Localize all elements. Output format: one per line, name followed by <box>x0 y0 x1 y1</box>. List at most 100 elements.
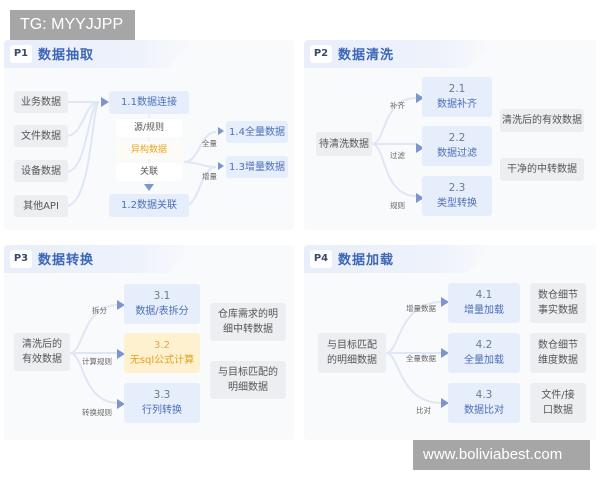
step-3-3-row-col-convert: 3.3 行列转换 <box>124 383 200 423</box>
step-2-3-type-convert: 2.3 类型转换 <box>422 176 492 216</box>
panel-title: 数据转换 <box>38 253 95 268</box>
step-label: 类型转换 <box>437 198 477 209</box>
panel-data-extraction: P1 数据抽取 业务数据 文件数据 设备数据 其他API 1.1数据连接 源/规… <box>4 40 294 230</box>
arrow-right-icon <box>117 300 125 310</box>
input-line-1: 与目标匹配 <box>327 340 377 351</box>
arrow-right-icon <box>101 97 109 107</box>
arrow-right-icon <box>218 162 224 170</box>
output-warehouse-dimension-data: 数仓细节 维度数据 <box>530 333 586 373</box>
step-label: 全量加载 <box>464 355 504 366</box>
branch-label-calc-rule: 计算规则 <box>82 357 112 366</box>
step-label: 数据过滤 <box>437 148 477 159</box>
step-badge: P3 <box>10 250 32 268</box>
arrow-down-icon <box>144 184 154 191</box>
branch-label-incremental-data: 增量数据 <box>406 304 436 313</box>
branch-label-filter: 过滤 <box>390 151 405 160</box>
branch-label-full-data: 全量数据 <box>406 354 436 363</box>
step-association: 关联 <box>116 163 182 181</box>
output-file-interface-data: 文件/接 口数据 <box>530 383 586 423</box>
step-label: 数据/表拆分 <box>135 306 189 317</box>
panel-data-transform: P3 数据转换 清洗后的 有效数据 拆分 计算规则 转换规则 3.1 数据/表拆… <box>4 245 294 440</box>
output-line-2: 细中转数据 <box>223 324 273 335</box>
output-1-4-full-data: 1.4全量数据 <box>226 121 288 143</box>
input-cleaned-valid-data: 清洗后的 有效数据 <box>14 333 70 371</box>
watermark-top: TG: MYYJJPP <box>10 10 135 40</box>
step-source-rule: 源/规则 <box>116 119 182 137</box>
output-1-3-incremental-data: 1.3增量数据 <box>226 156 288 178</box>
step-label: 数据比对 <box>464 405 504 416</box>
input-line-2: 的明细数据 <box>327 355 377 366</box>
step-number: 3.3 <box>153 389 171 401</box>
panel-title: 数据清洗 <box>338 48 395 63</box>
step-1-1-data-connect: 1.1数据连接 <box>109 91 189 114</box>
output-warehouse-fact-data: 数仓细节 事实数据 <box>530 283 586 323</box>
panel-header <box>304 40 494 68</box>
output-line-1: 与目标匹配的 <box>218 367 278 378</box>
source-file-data: 文件数据 <box>14 125 68 147</box>
output-line-2: 明细数据 <box>228 382 268 393</box>
branch-label-split: 拆分 <box>92 306 107 315</box>
branch-label-fill: 补齐 <box>390 101 405 110</box>
panel-data-loading: P4 数据加载 与目标匹配 的明细数据 增量数据 全量数据 比对 4.1 增量加… <box>304 245 596 440</box>
watermark-bottom: www.boliviabest.com <box>413 440 590 470</box>
step-label: 无sql公式计算 <box>129 355 195 366</box>
panel-title: 数据抽取 <box>38 48 95 63</box>
step-number: 4.2 <box>475 339 493 351</box>
output-line-1: 文件/接 <box>541 390 575 401</box>
step-2-1-data-fill: 2.1 数据补齐 <box>422 77 492 117</box>
output-line-1: 仓库需求的明 <box>218 309 278 320</box>
arrow-right-icon <box>117 349 125 359</box>
input-target-matched-detail: 与目标匹配 的明细数据 <box>318 333 386 373</box>
connector-lines <box>385 301 443 404</box>
output-warehouse-detail-transit: 仓库需求的明 细中转数据 <box>210 303 286 341</box>
step-number: 3.1 <box>153 290 171 302</box>
output-target-matched-detail: 与目标匹配的 明细数据 <box>210 361 286 399</box>
connector-lines <box>69 304 119 404</box>
branch-label-full: 全量 <box>202 139 217 148</box>
branch-label-rule: 规则 <box>390 201 405 210</box>
step-label: 行列转换 <box>142 405 182 416</box>
source-device-data: 设备数据 <box>14 160 68 182</box>
step-4-3-data-compare: 4.3 数据比对 <box>448 383 520 423</box>
branch-label-incremental: 增量 <box>202 172 217 181</box>
step-label: 数据补齐 <box>437 99 477 110</box>
step-1-2-data-association: 1.2数据关联 <box>109 194 189 217</box>
output-cleaned-valid-data: 清洗后的有效数据 <box>500 109 584 132</box>
step-badge: P2 <box>310 45 332 63</box>
output-line-1: 数仓细节 <box>538 290 578 301</box>
arrow-right-icon <box>416 143 424 153</box>
step-number: 2.1 <box>448 83 466 95</box>
output-line-2: 事实数据 <box>538 305 578 316</box>
arrow-right-icon <box>441 297 449 307</box>
step-heterogeneous-data: 异构数据 <box>116 141 182 159</box>
input-data-to-clean: 待清洗数据 <box>316 132 372 156</box>
step-number: 2.2 <box>448 132 466 144</box>
panel-header <box>304 245 494 273</box>
source-business-data: 业务数据 <box>14 91 68 113</box>
panel-title: 数据加载 <box>338 253 395 268</box>
output-line-2: 口数据 <box>543 405 573 416</box>
output-line-1: 数仓细节 <box>538 340 578 351</box>
branch-label-convert-rule: 转换规则 <box>82 408 112 417</box>
step-number: 4.3 <box>475 389 493 401</box>
arrow-right-icon <box>416 93 424 103</box>
source-other-api: 其他API <box>14 195 68 217</box>
panel-data-cleaning: P2 数据清洗 待清洗数据 补齐 过滤 规则 2.1 数据补齐 2.2 数据过滤… <box>304 40 596 230</box>
step-label: 增量加载 <box>464 305 504 316</box>
arrow-right-icon <box>416 193 424 203</box>
arrow-right-icon <box>441 348 449 358</box>
input-line-2: 有效数据 <box>22 354 62 365</box>
step-3-1-table-split: 3.1 数据/表拆分 <box>124 284 200 324</box>
panel-header <box>4 245 194 273</box>
step-badge: P4 <box>310 250 332 268</box>
step-2-2-data-filter: 2.2 数据过滤 <box>422 126 492 166</box>
arrow-right-icon <box>218 127 224 135</box>
output-line-2: 维度数据 <box>538 355 578 366</box>
step-number: 3.2 <box>154 340 170 351</box>
step-badge: P1 <box>10 45 32 63</box>
output-clean-transit-data: 干净的中转数据 <box>500 158 584 181</box>
panel-header <box>4 40 194 68</box>
arrow-right-icon <box>117 399 125 409</box>
step-3-2-nosql-formula: 3.2 无sql公式计算 <box>124 333 200 373</box>
step-4-1-incremental-load: 4.1 增量加载 <box>448 283 520 323</box>
